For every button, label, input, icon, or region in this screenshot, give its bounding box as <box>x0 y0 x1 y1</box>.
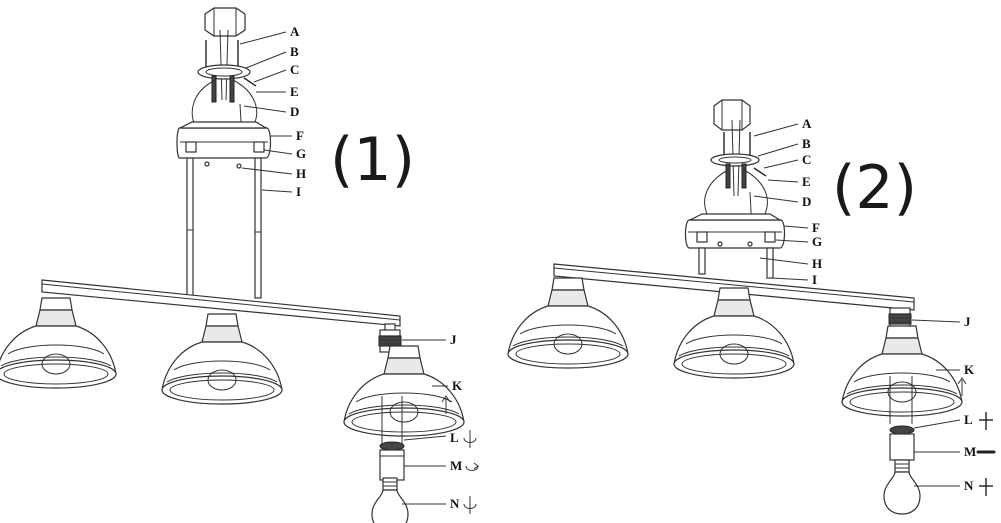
label-c: C <box>290 62 299 77</box>
lamp-bar <box>41 279 401 327</box>
lamp-bar <box>553 263 915 311</box>
label-a: A <box>290 24 300 39</box>
label-a: A <box>802 116 812 131</box>
label-e: E <box>290 84 299 99</box>
label-m: M <box>450 458 462 473</box>
arrow-up-icon <box>957 377 967 396</box>
panel-number-1: (1) <box>330 125 415 195</box>
panel-number-2: (2) <box>832 153 917 223</box>
label-e: E <box>802 174 811 189</box>
panel-1: (1) <box>0 7 479 523</box>
label-m: M <box>964 444 976 459</box>
rotate-icon <box>465 462 479 471</box>
label-n: N <box>964 478 974 493</box>
label-c: C <box>802 152 811 167</box>
label-n: N <box>450 496 460 511</box>
junction-box <box>713 99 751 131</box>
rotate-icon <box>463 430 477 448</box>
label-f: F <box>812 220 820 235</box>
lamp-shade-3 <box>841 325 963 417</box>
label-h: H <box>296 166 306 181</box>
label-l: L <box>450 430 459 445</box>
canopy <box>176 121 272 159</box>
label-g: G <box>812 234 822 249</box>
plus-icon <box>979 412 993 430</box>
callouts-panel-1: A B C E D F G H I J K L M N <box>239 24 463 511</box>
label-j: J <box>964 314 971 329</box>
panel-2: (2) <box>507 99 996 515</box>
label-h: H <box>812 256 822 271</box>
label-f: F <box>296 128 304 143</box>
lamp-shade-3 <box>343 345 465 437</box>
label-k: K <box>452 378 463 393</box>
label-b: B <box>802 136 811 151</box>
label-l: L <box>964 412 973 427</box>
lamp-shade-1 <box>0 297 117 389</box>
label-g: G <box>296 146 306 161</box>
label-k: K <box>964 362 975 377</box>
canopy <box>684 213 786 249</box>
rotate-icon <box>463 496 477 514</box>
plus-icon <box>979 478 993 496</box>
label-i: I <box>812 272 817 287</box>
lamp-shade-1 <box>507 277 629 369</box>
lamp-shade-2 <box>161 313 283 405</box>
label-d: D <box>290 104 299 119</box>
arrow-up-icon <box>441 395 451 414</box>
label-j: J <box>450 332 457 347</box>
label-d: D <box>802 194 811 209</box>
label-b: B <box>290 44 299 59</box>
callouts-panel-2: A B C E D F G H I J K L M N <box>753 116 976 493</box>
junction-box <box>204 7 246 37</box>
label-i: I <box>296 184 301 199</box>
light-bulb <box>883 459 921 515</box>
lamp-shade-2 <box>673 287 795 379</box>
light-bulb <box>371 477 409 523</box>
